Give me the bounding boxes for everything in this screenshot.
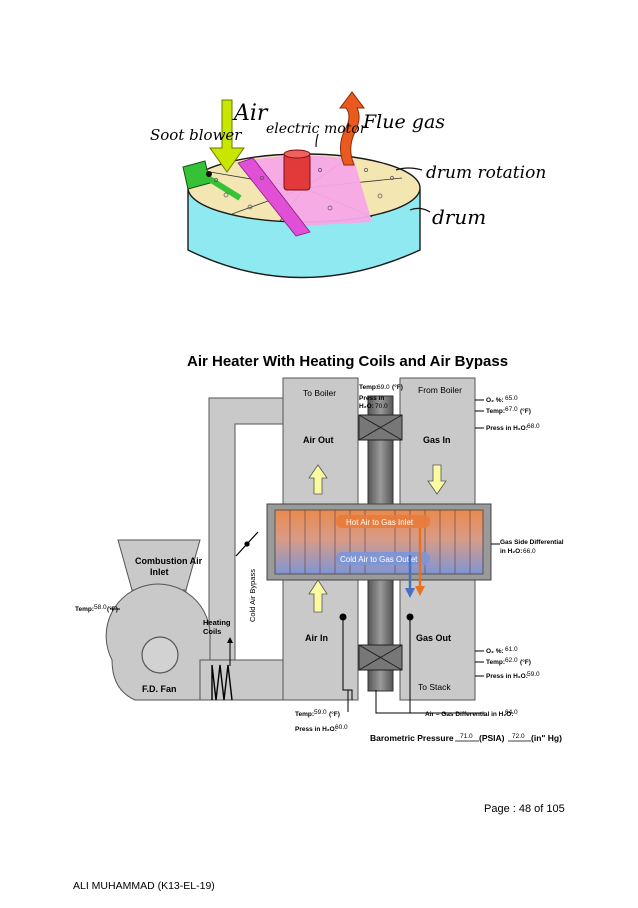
soot-blower-nozzle	[206, 171, 212, 177]
o2-bottom-label: O₂ %:	[486, 648, 504, 655]
air-arrow-icon	[209, 99, 245, 173]
air-in-arrow-icon	[308, 579, 328, 613]
barometric-label: Barometric Pressure	[370, 733, 454, 743]
heating-coils-label-1: Heating	[203, 618, 231, 627]
magenta-bar	[237, 157, 311, 237]
hot-air-to-gas-inlet-label: Hot Air to Gas Inlet	[346, 518, 414, 527]
right-bottom-leader-lines	[475, 650, 484, 677]
flue-gas-label: Flue gas	[362, 111, 445, 133]
air-gas-diff-value: 64.0	[505, 709, 518, 716]
barometric-psia-unit: (PSIA)	[479, 733, 505, 743]
pink-wedge	[240, 155, 372, 226]
gas-out-temp-unit: (°F)	[520, 658, 531, 666]
barometric-hg-value: 72.0	[512, 733, 525, 740]
fan-temp-label: Temp:	[75, 606, 94, 613]
to-stack-label: To Stack	[418, 682, 451, 692]
gas-side-diff-label-1: Gas Side Differential	[500, 539, 564, 546]
drum-rotation-label: drum rotation	[426, 163, 546, 183]
gas-in-temp-unit: (°F)	[520, 407, 531, 415]
air-out-arrow-icon	[308, 464, 328, 495]
gas-in-temp-value: 67.0	[505, 406, 518, 413]
top-temp-value: 69.0	[377, 384, 390, 391]
lower-seal-cross	[358, 644, 403, 671]
bypass-damper-pivot	[244, 541, 250, 547]
from-boiler-label: From Boiler	[418, 385, 462, 395]
top-press-label-2: H₂O:	[359, 403, 374, 410]
sensor-lines	[342, 617, 485, 714]
heating-coils-label-2: Coils	[203, 627, 221, 636]
barometric-psia-value: 71.0	[460, 733, 473, 740]
gas-in-temp-label: Temp:	[486, 408, 505, 415]
air-in-sensor-dot	[339, 613, 347, 621]
heating-coils	[211, 664, 233, 701]
cold-air-to-gas-outlet-label: Cold Air to Gas Outlet	[340, 555, 418, 564]
soot-blower-pipe	[206, 175, 242, 201]
barometric-hg-unit: (in" Hg)	[531, 733, 562, 743]
o2-top-value: 65.0	[505, 395, 518, 402]
hot-air-band	[336, 515, 430, 528]
upper-seal-cross	[358, 414, 403, 441]
gas-side-diff-label-2: in H₂O:	[500, 548, 522, 555]
page-number: Page : 48 of 105	[484, 803, 565, 815]
author-footer: ALI MUHAMMAD (K13-EL-19)	[73, 880, 215, 892]
page-prefix: Page :	[484, 803, 519, 815]
air-label: Air	[232, 101, 269, 126]
gas-side-diff-value: 66.0	[523, 548, 536, 555]
cold-air-band	[336, 552, 430, 565]
top-press-value: 70.0	[375, 403, 388, 410]
flue-gas-arrow-icon	[339, 91, 365, 166]
gas-out-sensor-dot	[406, 613, 414, 621]
air-in-label: Air In	[305, 633, 328, 643]
combustion-air-inlet-label-2: Inlet	[150, 567, 169, 577]
fd-fan-rotor	[141, 636, 179, 674]
gas-out-press-label: Press in H₂O:	[486, 673, 528, 680]
electric-motor-body	[283, 153, 311, 191]
gas-in-label: Gas In	[423, 435, 451, 445]
rotary-drum-sketch: Soot blower Air electric motor Flue gas …	[150, 91, 546, 279]
page-of: of	[531, 803, 547, 815]
gas-in-press-label: Press in H₂O:	[486, 425, 528, 432]
top-temp-label: Temp:	[359, 384, 378, 391]
hot-flow-arrowhead	[415, 586, 425, 596]
air-out-label: Air Out	[303, 435, 334, 445]
top-temp-unit: (°F)	[392, 383, 403, 391]
drum-label: drum	[432, 205, 486, 229]
air-in-temp-value: 59.0	[314, 709, 327, 716]
electric-motor-top	[283, 149, 311, 159]
fd-fan-label: F.D. Fan	[142, 684, 177, 694]
gas-in-arrow-icon	[427, 464, 447, 495]
soot-blower	[182, 160, 211, 190]
diagram-title: Air Heater With Heating Coils and Air By…	[187, 353, 508, 370]
page-current: 48	[518, 803, 532, 815]
annotation-pointers	[315, 133, 431, 213]
o2-top-label: O₂ %:	[486, 397, 504, 404]
air-in-press-label: Press in H₂O:	[295, 726, 337, 733]
air-gas-diff-label: Air – Gas Differential in H₂O:	[425, 711, 514, 718]
right-top-leader-lines	[475, 399, 484, 429]
air-heater-diagram: Air Heater With Heating Coils and Air By…	[75, 353, 564, 743]
drum-texture-dots	[214, 168, 394, 211]
gas-out-press-value: 59.0	[527, 671, 540, 678]
page-total: 105	[546, 803, 565, 815]
to-boiler-label: To Boiler	[303, 388, 336, 398]
gas-out-temp-value: 62.0	[505, 657, 518, 664]
combustion-air-inlet-label-1: Combustion Air	[135, 556, 203, 566]
air-in-temp-unit: (°F)	[329, 710, 340, 718]
cold-flow-arrowhead	[405, 588, 415, 598]
o2-bottom-value: 61.0	[505, 646, 518, 653]
fan-temp-value: 58.0	[94, 604, 107, 611]
electric-motor-label: electric motor	[266, 121, 368, 137]
gas-out-label: Gas Out	[416, 633, 451, 643]
air-in-press-value: 60.0	[335, 724, 348, 731]
fan-temp-unit: (°F)	[107, 605, 118, 613]
cold-air-bypass-label: Cold Air Bypass	[248, 569, 257, 622]
gas-in-press-value: 68.0	[527, 423, 540, 430]
air-in-temp-label: Temp:	[295, 711, 314, 718]
top-press-label-1: Press in	[359, 395, 384, 402]
soot-blower-label: Soot blower	[150, 126, 242, 144]
gas-out-temp-label: Temp:	[486, 659, 505, 666]
